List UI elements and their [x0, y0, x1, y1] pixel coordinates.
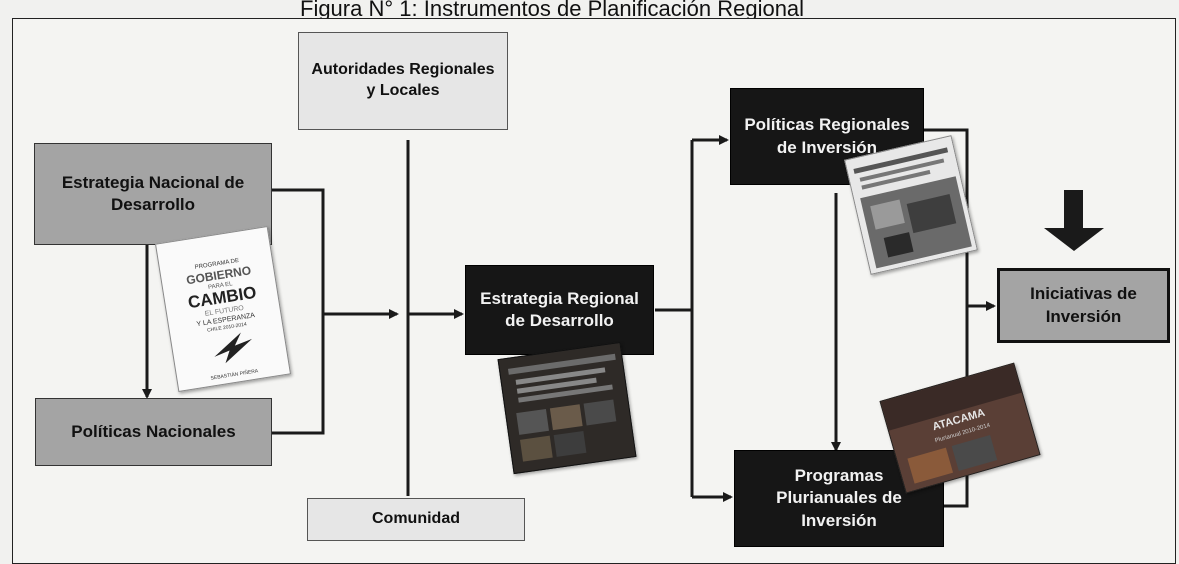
iniciativas-label: Iniciativas de Inversión: [1030, 284, 1137, 326]
programa-atacama-cover-image: ATACAMA Plurianual 2010-2014: [879, 362, 1041, 494]
comunidad-label: Comunidad: [372, 510, 460, 528]
figure-caption: Figura N° 1: Instrumentos de Planificaci…: [300, 0, 805, 21]
politicas-nacionales-label: Políticas Nacionales: [71, 421, 236, 441]
estrategia-regional-box: Estrategia Regional de Desarrollo: [465, 265, 654, 355]
comunidad-box: Comunidad: [307, 498, 525, 541]
autoridades-box: Autoridades Regionales y Locales: [298, 32, 508, 130]
svg-text:SEBASTIÁN PIÑERA: SEBASTIÁN PIÑERA: [210, 367, 259, 382]
estrategia-regional-cover-image: [497, 341, 637, 475]
big-down-arrow: [1044, 190, 1104, 251]
programas-label: Programas Plurianuales de Inversión: [776, 466, 902, 530]
politicas-nacionales-box: Políticas Nacionales: [35, 398, 272, 466]
programa-gobierno-cover-image: PROGRAMA DE GOBIERNO PARA EL CAMBIO EL F…: [154, 226, 292, 392]
autoridades-label: Autoridades Regionales y Locales: [311, 61, 495, 99]
right-bracket: [924, 128, 969, 508]
estrategia-nacional-box: Estrategia Nacional de Desarrollo: [34, 143, 272, 245]
estrategia-nacional-label: Estrategia Nacional de Desarrollo: [61, 172, 245, 214]
iniciativas-box: Iniciativas de Inversión: [997, 268, 1170, 343]
svg-text:PARA EL: PARA EL: [208, 281, 234, 291]
estrategia-regional-label: Estrategia Regional de Desarrollo: [480, 288, 639, 330]
politicas-regionales-cover-image: [844, 135, 978, 275]
national-bracket: [272, 188, 325, 435]
politicas-regionales-label: Políticas Regionales de Inversión: [744, 115, 910, 157]
